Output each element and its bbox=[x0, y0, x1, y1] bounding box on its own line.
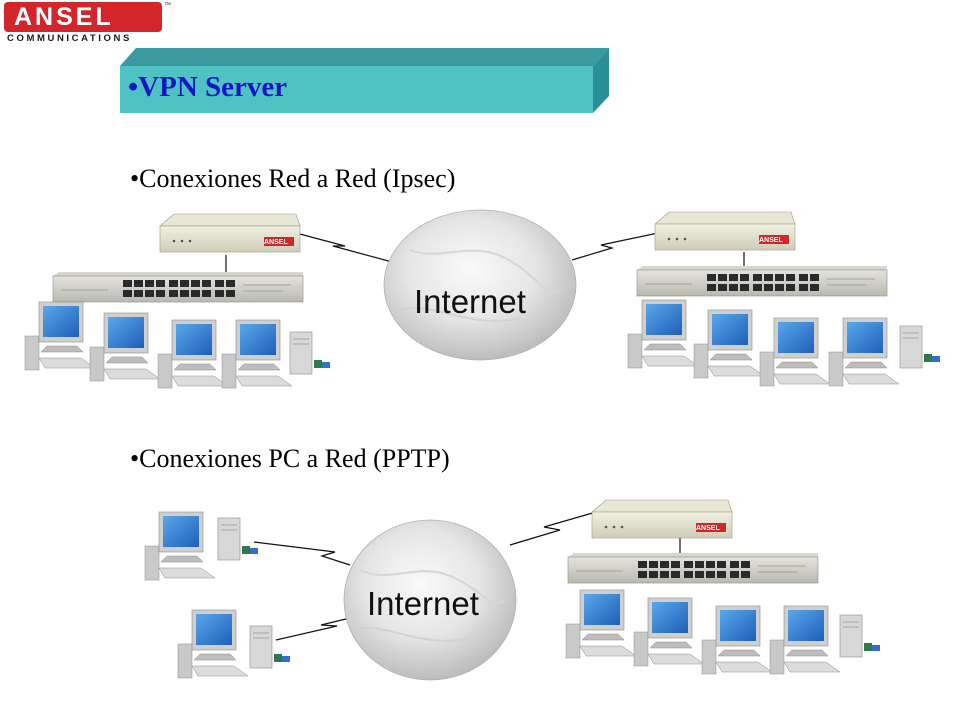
left-switch bbox=[52, 271, 304, 303]
right-router-label: ANSEL bbox=[759, 237, 783, 244]
title-bullet: • bbox=[128, 71, 139, 103]
section-heading: Conexiones Red a Red (Ipsec) bbox=[139, 164, 456, 193]
top-internet-cloud: Internet bbox=[383, 209, 577, 361]
link-pc1-to-cloud bbox=[253, 541, 351, 566]
link-pc2-to-cloud bbox=[275, 617, 351, 641]
bottom-cloud-label: Internet bbox=[367, 585, 479, 622]
title-text: VPN Server bbox=[138, 71, 288, 103]
ansel-logo: ANSEL ™ COMMUNICATIONS bbox=[4, 2, 174, 46]
top-cloud-label: Internet bbox=[414, 283, 526, 320]
remote-pc-2 bbox=[177, 609, 291, 679]
right-router: ANSEL bbox=[654, 211, 796, 251]
bottom-links bbox=[253, 511, 681, 641]
left-router-label: ANSEL bbox=[264, 239, 288, 246]
section-bullet: • bbox=[130, 444, 140, 473]
logo-badge: ANSEL bbox=[4, 2, 162, 32]
title-banner bbox=[120, 48, 609, 113]
right-switch bbox=[636, 265, 888, 297]
section-site-to-site: •Conexiones Red a Red (Ipsec) bbox=[130, 164, 455, 194]
left-router: ANSEL bbox=[159, 213, 301, 253]
logo-trademark: ™ bbox=[164, 2, 171, 9]
remote-pc-1 bbox=[144, 511, 259, 581]
banner-side-face bbox=[593, 48, 609, 113]
logo-tagline: COMMUNICATIONS bbox=[7, 33, 132, 44]
bottom-switch bbox=[567, 552, 819, 584]
bottom-internet-cloud: Internet bbox=[343, 519, 517, 681]
banner-top-face bbox=[120, 48, 609, 66]
section-bullet: • bbox=[130, 164, 140, 193]
section-heading: Conexiones PC a Red (PPTP) bbox=[139, 444, 450, 473]
bottom-lan-workstations bbox=[565, 589, 881, 675]
bottom-router-label: ANSEL bbox=[696, 525, 720, 532]
logo-name: ANSEL bbox=[14, 3, 114, 31]
banner-front-face bbox=[120, 66, 593, 113]
right-lan-workstations bbox=[627, 299, 941, 387]
section-pc-to-network: •Conexiones PC a Red (PPTP) bbox=[130, 444, 450, 474]
bottom-router: ANSEL bbox=[591, 499, 733, 539]
link-left-router-to-cloud bbox=[295, 232, 393, 263]
slide-title: •VPN Server bbox=[128, 71, 287, 104]
link-cloud-to-right-router bbox=[571, 232, 659, 261]
link-cloud-to-router bbox=[509, 511, 597, 546]
left-lan-workstations bbox=[24, 301, 331, 389]
